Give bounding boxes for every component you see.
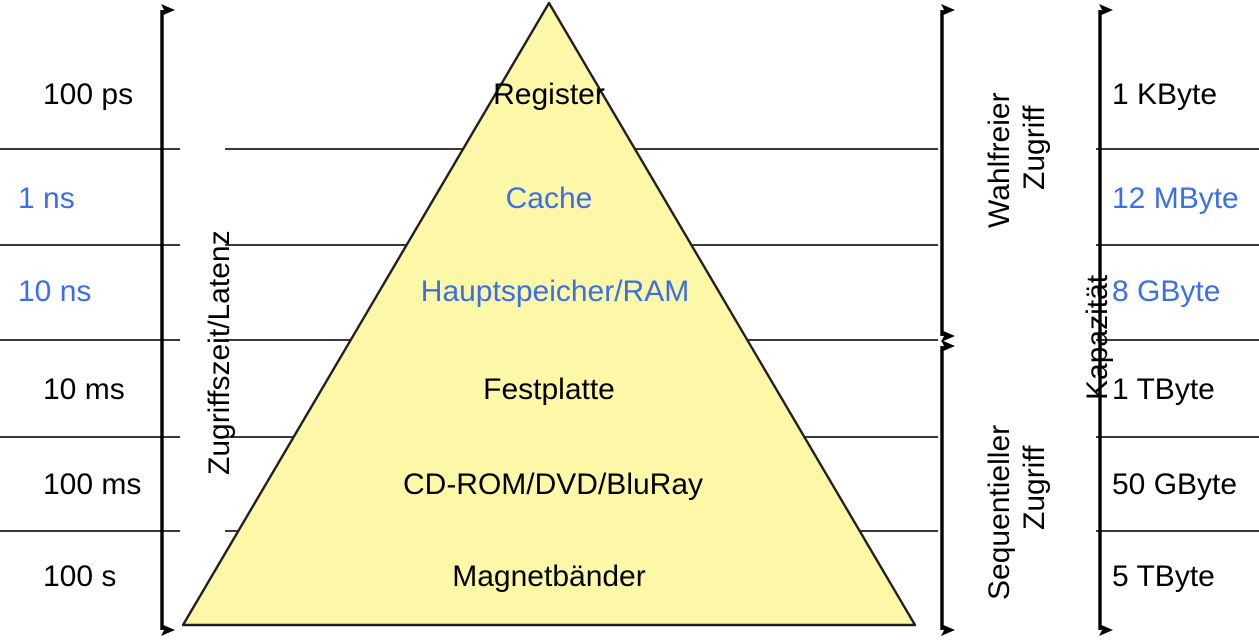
capacity-label-festplatte: 1 TByte xyxy=(1112,373,1215,406)
latency-label-register: 100 ps xyxy=(43,78,134,111)
access-group-sequential-line1: Sequentieller xyxy=(983,424,1016,600)
capacity-label-ram: 8 GByte xyxy=(1112,275,1221,308)
latency-label-ram: 10 ns xyxy=(18,275,92,308)
latency-label-cache: 1 ns xyxy=(18,182,75,215)
pyramid-outline xyxy=(181,1,917,627)
latency-label-tape: 100 s xyxy=(43,560,117,593)
capacity-label-tape: 5 TByte xyxy=(1112,560,1215,593)
right-axis-title: Kapazität xyxy=(1081,274,1114,400)
tier-label-cache: Cache xyxy=(505,182,593,215)
latency-label-optical: 100 ms xyxy=(43,468,142,501)
tier-label-festplatte: Festplatte xyxy=(483,373,615,406)
tier-label-tape: Magnetbänder xyxy=(452,560,646,593)
access-group-random-line1: Wahlfreier xyxy=(983,92,1016,228)
access-group-random-line2: Zugriff xyxy=(1018,105,1051,190)
capacity-label-register: 1 KByte xyxy=(1112,78,1218,111)
capacity-label-cache: 12 MByte xyxy=(1112,182,1239,215)
capacity-label-optical: 50 GByte xyxy=(1112,468,1238,501)
left-axis-title: Zugriffszeit/Latenz xyxy=(203,230,236,475)
pyramid-shape xyxy=(181,1,917,627)
tier-label-register: Register xyxy=(493,78,605,111)
tier-label-optical: CD-ROM/DVD/BluRay xyxy=(402,468,704,501)
tier-label-ram: Hauptspeicher/RAM xyxy=(420,275,690,308)
latency-label-festplatte: 10 ms xyxy=(43,373,125,406)
access-group-sequential-line2: Zugriff xyxy=(1018,445,1051,530)
